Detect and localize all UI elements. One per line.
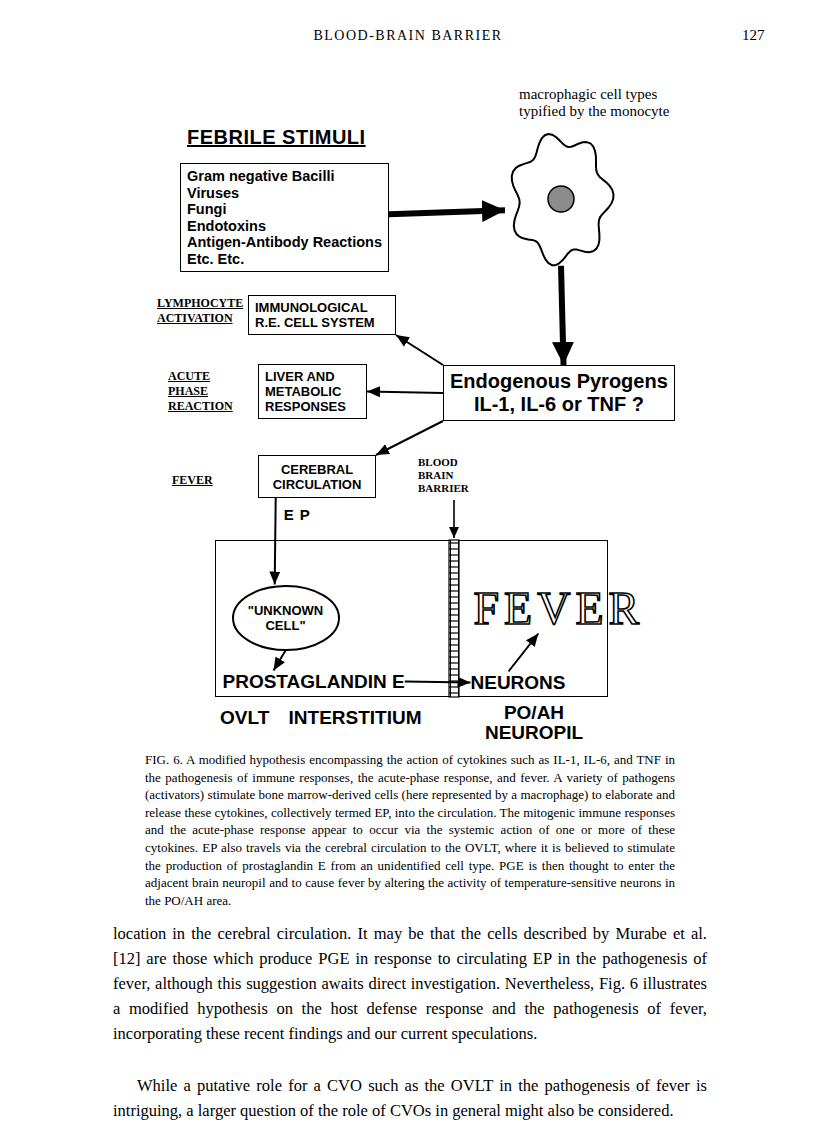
pyrogen-box: Endogenous PyrogensIL-1, IL-6 or TNF ? [443,365,675,421]
neuropil-region: PO/AH NEUROPILFEVERNEURONS [458,540,608,697]
node-text: IL-1, IL-6 or TNF ? [474,393,644,416]
node-text: PROSTAGLANDIN E [223,671,405,693]
page-number: 127 [742,27,765,44]
process-box: LIVER AND METABOLIC RESPONSES [258,364,367,419]
body-paragraph: While a putative role for a CVO such as … [113,1073,707,1123]
macrophage-cell: macrophagic cell types typified by the m… [505,128,617,270]
thick-arrow [561,266,564,365]
mediator-text: PROSTAGLANDIN E [223,671,405,693]
node-heading: FEBRILE STIMULI [187,126,366,149]
ovlt-region: OVLT INTERSTITIUM"UNKNOWN CELL"PROSTAGLA… [215,540,451,697]
node-text: "UNKNOWN CELL" [244,603,328,633]
node-text: NEURONS [471,672,566,694]
node-heading: PO/AH NEUROPIL [459,703,609,743]
node-text: Viruses [187,185,239,202]
node-heading: OVLT INTERSTITIUM [220,707,422,729]
node-text: Fungi [187,201,226,218]
response-label: ACUTE PHASE REACTION [168,369,242,414]
flow-arrow [396,335,443,365]
flow-arrow [275,498,276,585]
figure-caption: FIG. 6. A modified hypothesis encompassi… [145,751,675,909]
pointer-arrow [453,500,455,538]
node-text: Endotoxins [187,218,266,235]
response-label: LYMPHOCYTE ACTIVATION [157,296,249,326]
process-box: IMMUNOLOGICAL R.E. CELL SYSTEM [248,295,396,335]
process-box: CEREBRAL CIRCULATION [258,455,376,498]
fever-text: FEVER [474,584,645,634]
node-heading: macrophagic cell types typified by the m… [519,86,697,120]
stimuli-box: FEBRILE STIMULIGram negative BacilliViru… [180,163,389,272]
node-text: Antigen-Antibody Reactions [187,234,382,251]
edge-label: E P [282,506,312,523]
response-label: FEVER [172,473,213,488]
node-text: Endogenous Pyrogens [450,370,668,393]
flow-arrow [367,392,443,394]
flow-arrow [509,634,539,672]
node-text: LIVER AND METABOLIC RESPONSES [265,369,360,414]
node-text: FEVER [474,584,645,634]
node-text: Gram negative Bacilli [187,168,334,185]
body-paragraph: location in the cerebral circulation. It… [113,921,707,1046]
node-text: IMMUNOLOGICAL R.E. CELL SYSTEM [255,300,389,330]
node-text: CEREBRAL CIRCULATION [265,462,369,492]
node-text: Etc. Etc. [187,251,244,268]
flow-arrow [274,651,286,671]
neurons-text: NEURONS [471,672,566,694]
flow-arrow [405,682,471,683]
barrier-label: BLOOD BRAIN BARRIER [418,456,480,495]
cell-outline [505,128,617,270]
thick-arrow [389,210,505,214]
unknown-cell: "UNKNOWN CELL" [232,585,340,651]
running-head: BLOOD-BRAIN BARRIER [0,28,816,44]
flow-arrow [376,421,443,455]
